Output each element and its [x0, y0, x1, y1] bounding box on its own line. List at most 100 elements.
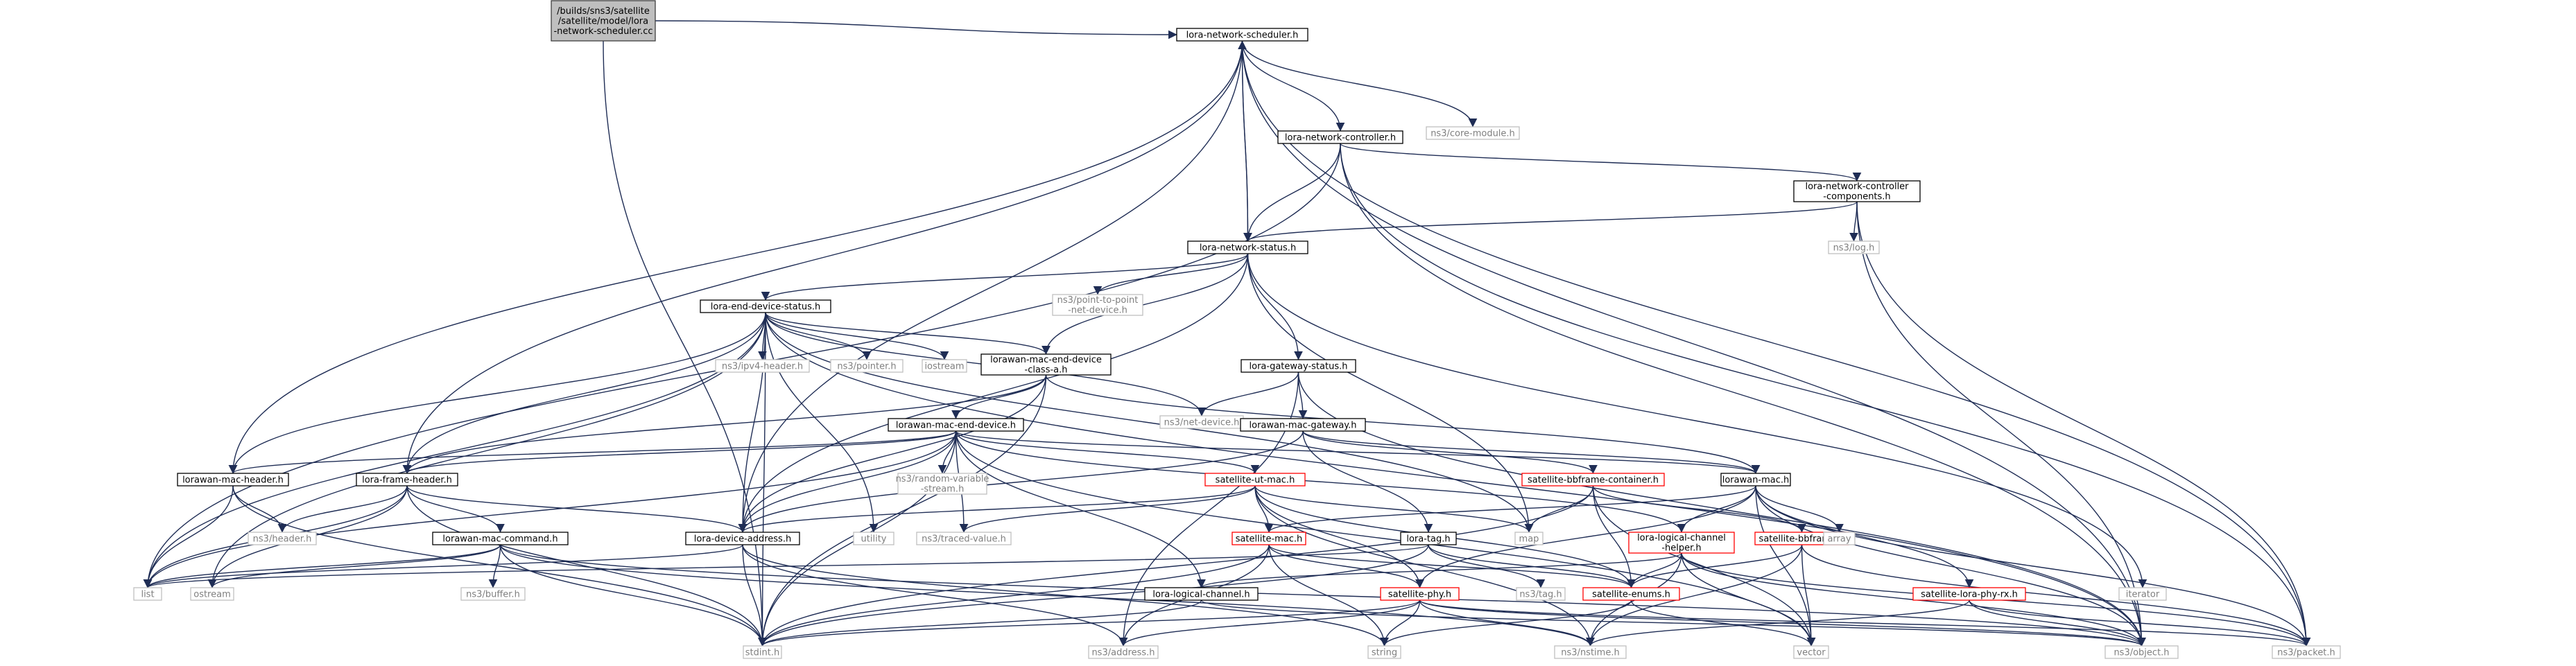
node-label: lora-tag.h: [1406, 534, 1450, 544]
node-devaddr[interactable]: lora-device-address.h: [685, 532, 800, 545]
node-tag[interactable]: lora-tag.h: [1400, 532, 1457, 545]
node-satphy[interactable]: satellite-phy.h: [1380, 587, 1460, 601]
node-label: lora-gateway-status.h: [1250, 361, 1348, 371]
node-satenums[interactable]: satellite-enums.h: [1582, 587, 1680, 601]
edge-bbframe-to-packet: [1801, 544, 2311, 647]
node-utmac[interactable]: satellite-ut-mac.h: [1204, 473, 1306, 487]
edge-maccommand-to-buffer: [488, 544, 501, 588]
edge-logchan-to-object: [1200, 599, 2146, 647]
edge-controller-to-components: [1340, 143, 1861, 182]
edge-logchan-to-stdint: [758, 599, 1202, 647]
node-box: [1793, 645, 1829, 659]
node-label: lorawan-mac.h: [1722, 475, 1790, 485]
edge-scheduler-to-object: [1241, 40, 2146, 647]
node-iostream: iostream: [922, 359, 967, 373]
node-label: /builds/sns3/satellite: [557, 6, 650, 17]
node-netdevice: ns3/net-device.h: [1159, 415, 1244, 429]
edge-classa-to-devaddr: [738, 374, 1047, 533]
edge-macheader-to-list: [143, 485, 234, 588]
node-root[interactable]: /builds/sns3/satellite/satellite/model/l…: [551, 0, 656, 42]
node-enddevstatus[interactable]: lora-end-device-status.h: [700, 299, 831, 313]
node-label: -net-device.h: [1068, 306, 1127, 316]
node-nstime: ns3/nstime.h: [1554, 645, 1627, 659]
node-p2pnet: ns3/point-to-point-net-device.h: [1052, 294, 1143, 316]
node-classa[interactable]: lorawan-mac-end-device-class-a.h: [980, 353, 1112, 376]
edge-lorawanmac-to-satmac: [1264, 485, 1756, 533]
node-logchanhelper[interactable]: lora-logical-channel-helper.h: [1628, 532, 1735, 554]
edge-lorawanmac-to-array: [1755, 485, 1844, 533]
node-box: [133, 587, 162, 601]
edge-macenddev-to-lorawanmac: [955, 430, 1760, 474]
node-label: ns3/net-device.h: [1164, 417, 1240, 428]
edge-frameheader-to-stdint: [406, 485, 767, 647]
node-box: [1240, 418, 1366, 432]
node-box: [1793, 180, 1921, 202]
edge-bbcontainer-to-satenums: [1592, 485, 1636, 588]
node-controller[interactable]: lora-network-controller.h: [1277, 130, 1403, 144]
node-box: [460, 587, 526, 601]
node-string: string: [1367, 645, 1401, 659]
edge-frameheader-to-devaddr: [406, 485, 747, 533]
node-phyrx[interactable]: satellite-lora-phy-rx.h: [1912, 587, 2026, 601]
node-box: [1052, 294, 1143, 316]
node-box: [715, 359, 810, 373]
node-label: ostream: [193, 589, 231, 599]
node-label: array: [1827, 534, 1851, 544]
node-satmac[interactable]: satellite-mac.h: [1231, 532, 1306, 545]
node-frameheader[interactable]: lora-frame-header.h: [356, 473, 458, 487]
node-lorawanmac[interactable]: lorawan-mac.h: [1720, 473, 1791, 487]
edge-macgw-to-bbcontainer: [1302, 430, 1598, 474]
edge-macgw-to-lorawanmac: [1302, 430, 1761, 474]
node-pointer: ns3/pointer.h: [830, 359, 904, 373]
node-stdint: stdint.h: [743, 645, 782, 659]
node-netstatus[interactable]: lora-network-status.h: [1187, 240, 1308, 254]
edge-macenddev-to-logchanhelper: [955, 430, 1686, 533]
node-macgw[interactable]: lorawan-mac-gateway.h: [1240, 418, 1366, 432]
node-box: [2272, 645, 2341, 659]
edge-enddevstatus-to-stdint: [758, 312, 767, 647]
node-box: [700, 299, 831, 313]
node-buffer: ns3/buffer.h: [460, 587, 526, 601]
edge-tag-to-nstag: [1428, 544, 1546, 588]
node-scheduler[interactable]: lora-network-scheduler.h: [1176, 28, 1308, 42]
edge-devaddr-to-address: [742, 544, 1128, 647]
node-maccommand[interactable]: lorawan-mac-command.h: [432, 532, 569, 545]
edge-maccommand-to-stdint: [499, 544, 767, 647]
node-bbcontainer[interactable]: satellite-bbframe-container.h: [1521, 473, 1665, 487]
node-label: lorawan-mac-gateway.h: [1250, 420, 1357, 430]
edge-netstatus-to-p2pnet: [1093, 253, 1249, 295]
edge-scheduler-to-macheader: [228, 40, 1243, 474]
node-box: [1912, 587, 2026, 601]
node-box: [1176, 28, 1308, 42]
node-box: [2118, 587, 2167, 601]
node-logchan[interactable]: lora-logical-channel.h: [1144, 587, 1259, 601]
node-box: [888, 418, 1024, 432]
edge-enddevstatus-to-macheader: [228, 312, 766, 474]
node-components[interactable]: lora-network-controller-components.h: [1793, 180, 1921, 202]
node-macenddev[interactable]: lorawan-mac-end-device.h: [888, 418, 1024, 432]
edge-controller-to-netstatus: [1243, 143, 1341, 242]
edge-enddevstatus-to-pointer: [765, 312, 872, 360]
edge-lorawanmac-to-packet: [1755, 485, 2311, 647]
node-list: list: [133, 587, 162, 601]
node-macheader[interactable]: lorawan-mac-header.h: [177, 473, 289, 487]
node-box: [1277, 130, 1403, 144]
edge-scheduler-to-frameheader: [402, 40, 1243, 474]
header-nodes: /builds/sns3/satellite/satellite/model/l…: [133, 0, 2341, 659]
node-label: lora-frame-header.h: [362, 475, 452, 485]
edge-enddevstatus-to-object: [765, 312, 2146, 647]
node-label: satellite-phy.h: [1388, 589, 1451, 599]
edge-devaddr-to-stdint: [742, 544, 767, 647]
node-label: satellite-mac.h: [1236, 534, 1303, 544]
dependency-edges: [143, 20, 2311, 647]
edge-macgw-to-tag: [1302, 430, 1433, 533]
node-label: list: [141, 589, 154, 599]
edge-netstatus-to-map: [1247, 253, 1534, 533]
edge-satenums-to-string: [1380, 599, 1632, 647]
node-label: -class-a.h: [1025, 365, 1068, 376]
edge-satphy-to-packet: [1419, 599, 2310, 647]
node-label: lorawan-mac-command.h: [442, 534, 557, 544]
node-gwstatus[interactable]: lora-gateway-status.h: [1241, 359, 1356, 373]
edge-netstatus-to-enddevstatus: [761, 253, 1249, 301]
